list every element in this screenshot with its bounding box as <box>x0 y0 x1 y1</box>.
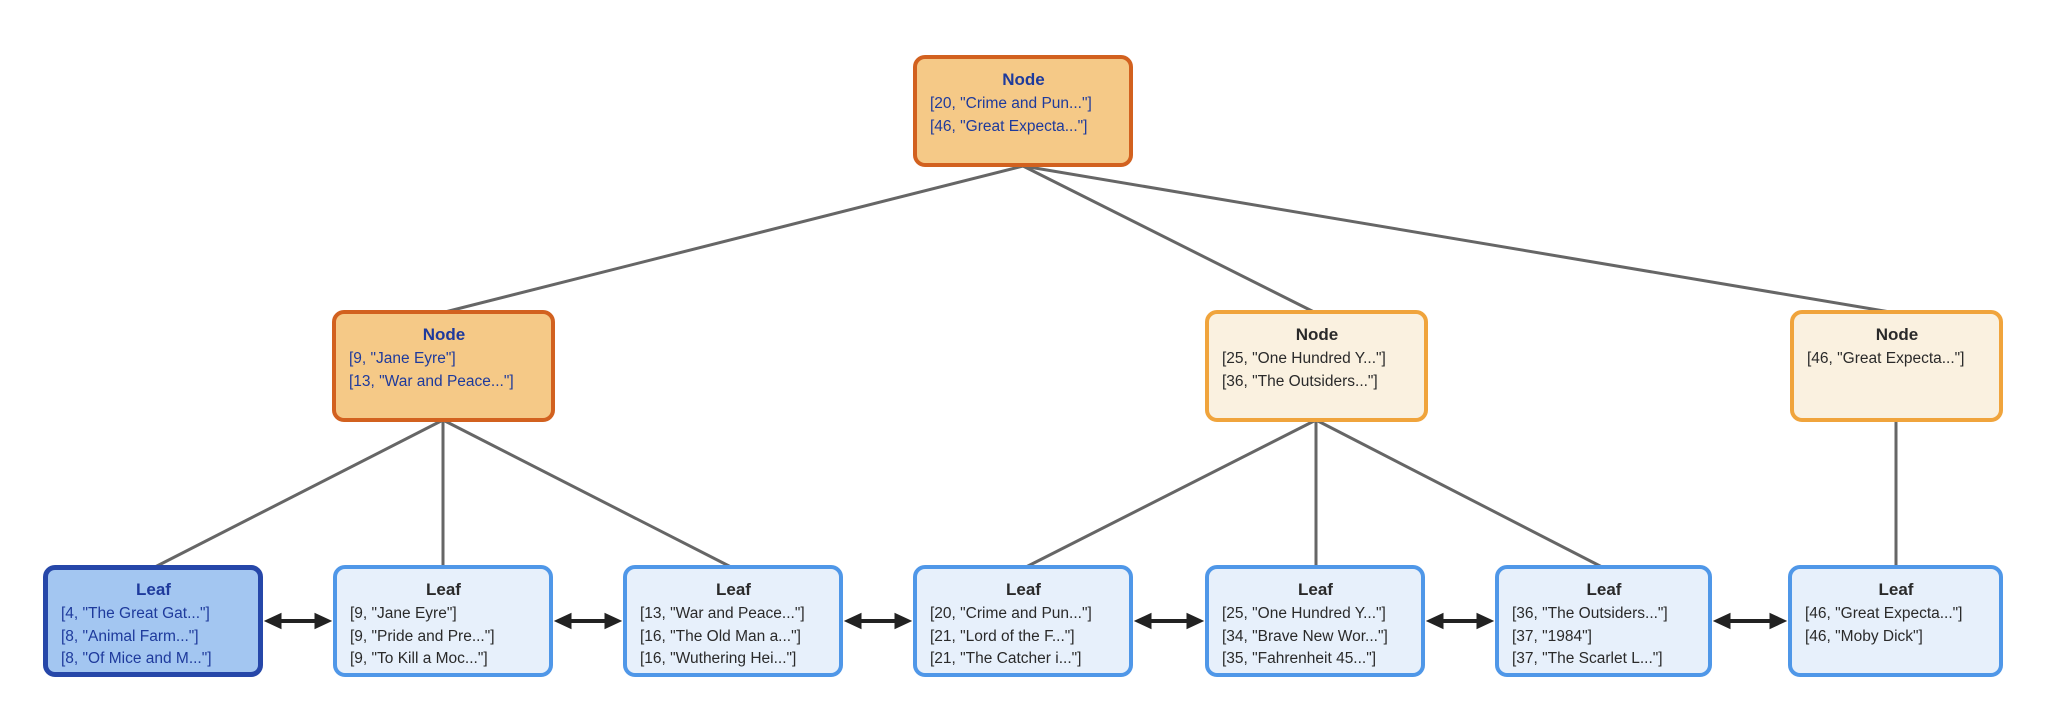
leaf-entry: [37, "1984"] <box>1512 627 1592 645</box>
leaf-entry: [16, "The Old Man a..."] <box>640 627 801 645</box>
tree-edge <box>1022 164 1891 314</box>
arrow-left-icon <box>1425 612 1444 630</box>
arrow-right-icon <box>1769 612 1788 630</box>
node-entry: [46, "Great Expecta..."] <box>930 117 1088 135</box>
arrow-right-icon <box>1186 612 1205 630</box>
node-title: Node <box>1002 70 1045 89</box>
leaf-node-box: Leaf [25, "One Hundred Y..."] [34, "Brav… <box>1205 565 1425 677</box>
node-title: Node <box>422 325 466 344</box>
leaf-entry: [4, "The Great Gat..."] <box>61 605 210 622</box>
leaf-entry: [20, "Crime and Pun..."] <box>930 605 1092 622</box>
tree-edges <box>154 164 1898 569</box>
leaf-entry: [46, "Great Expecta..."] <box>1805 605 1963 622</box>
node-title: Node <box>1875 325 1919 344</box>
leaf-node-box: Leaf [4, "The Great Gat..."] [8, "Animal… <box>43 565 263 677</box>
arrow-right-icon <box>604 612 623 630</box>
leaf-node-box: Leaf [20, "Crime and Pun..."] [21, "Lord… <box>913 565 1133 677</box>
node-title: Node <box>1295 325 1339 344</box>
arrow-left-icon <box>843 612 862 630</box>
leaf-entry: [36, "The Outsiders..."] <box>1512 605 1668 622</box>
arrow-right-icon <box>894 612 913 630</box>
internal-node-box: Node [46, "Great Expecta..."] <box>1790 310 2003 422</box>
tree-edge <box>1315 418 1603 569</box>
leaf-title: Leaf <box>136 580 171 599</box>
leaf-entry: [37, "The Scarlet L..."] <box>1512 650 1663 667</box>
leaf-title: Leaf <box>716 580 751 599</box>
leaf-entry: [8, "Animal Farm..."] <box>61 627 199 645</box>
arrow-left-icon <box>1712 612 1731 630</box>
leaf-entry: [13, "War and Peace..."] <box>640 605 805 622</box>
node-entry: [9, "Jane Eyre"] <box>349 350 456 367</box>
leaf-title: Leaf <box>1006 580 1041 599</box>
leaf-entry: [9, "Pride and Pre..."] <box>350 627 495 645</box>
arrow-right-icon <box>314 612 333 630</box>
leaf-entry: [25, "One Hundred Y..."] <box>1222 605 1386 622</box>
arrow-left-icon <box>263 612 282 630</box>
leaf-node-box: Leaf [13, "War and Peace..."] [16, "The … <box>623 565 843 677</box>
leaf-entry: [9, "To Kill a Moc..."] <box>350 650 488 667</box>
leaf-entry: [21, "Lord of the F..."] <box>930 627 1075 645</box>
node-entry: [36, "The Outsiders..."] <box>1222 372 1378 390</box>
arrow-right-icon <box>1476 612 1495 630</box>
leaf-title: Leaf <box>1878 580 1914 599</box>
root-node-box: Node [20, "Crime and Pun..."] [46, "Grea… <box>913 55 1133 167</box>
arrow-left-icon <box>553 612 572 630</box>
leaf-title: Leaf <box>426 580 461 599</box>
tree-edge <box>1025 418 1317 569</box>
node-entry: [46, "Great Expecta..."] <box>1807 350 1965 367</box>
tree-edge <box>442 418 732 569</box>
leaf-title: Leaf <box>1586 580 1622 599</box>
leaf-entry: [16, "Wuthering Hei..."] <box>640 650 797 667</box>
tree-edge <box>444 164 1024 314</box>
leaf-entry: [35, "Fahrenheit 45..."] <box>1222 650 1377 667</box>
internal-node-box: Node [25, "One Hundred Y..."] [36, "The … <box>1205 310 1428 422</box>
node-entry: [13, "War and Peace..."] <box>349 372 514 390</box>
leaf-title: Leaf <box>1298 580 1333 599</box>
node-entry: [25, "One Hundred Y..."] <box>1222 350 1386 367</box>
leaf-entry: [9, "Jane Eyre"] <box>350 605 457 622</box>
leaf-node-box: Leaf [9, "Jane Eyre"] [9, "Pride and Pre… <box>333 565 553 677</box>
internal-node-box: Node [9, "Jane Eyre"] [13, "War and Peac… <box>332 310 555 422</box>
tree-edge <box>1022 164 1315 314</box>
leaf-entry: [34, "Brave New Wor..."] <box>1222 627 1388 645</box>
arrow-left-icon <box>1133 612 1152 630</box>
leaf-node-box: Leaf [36, "The Outsiders..."] [37, "1984… <box>1495 565 1712 677</box>
node-entry: [20, "Crime and Pun..."] <box>930 95 1092 112</box>
leaf-node-box: Leaf [46, "Great Expecta..."] [46, "Moby… <box>1788 565 2003 677</box>
sibling-arrows <box>263 612 1788 630</box>
tree-edge <box>154 418 444 569</box>
leaf-entry: [8, "Of Mice and M..."] <box>61 650 212 667</box>
leaf-entry: [21, "The Catcher i..."] <box>930 650 1082 667</box>
leaf-entry: [46, "Moby Dick"] <box>1805 627 1923 645</box>
